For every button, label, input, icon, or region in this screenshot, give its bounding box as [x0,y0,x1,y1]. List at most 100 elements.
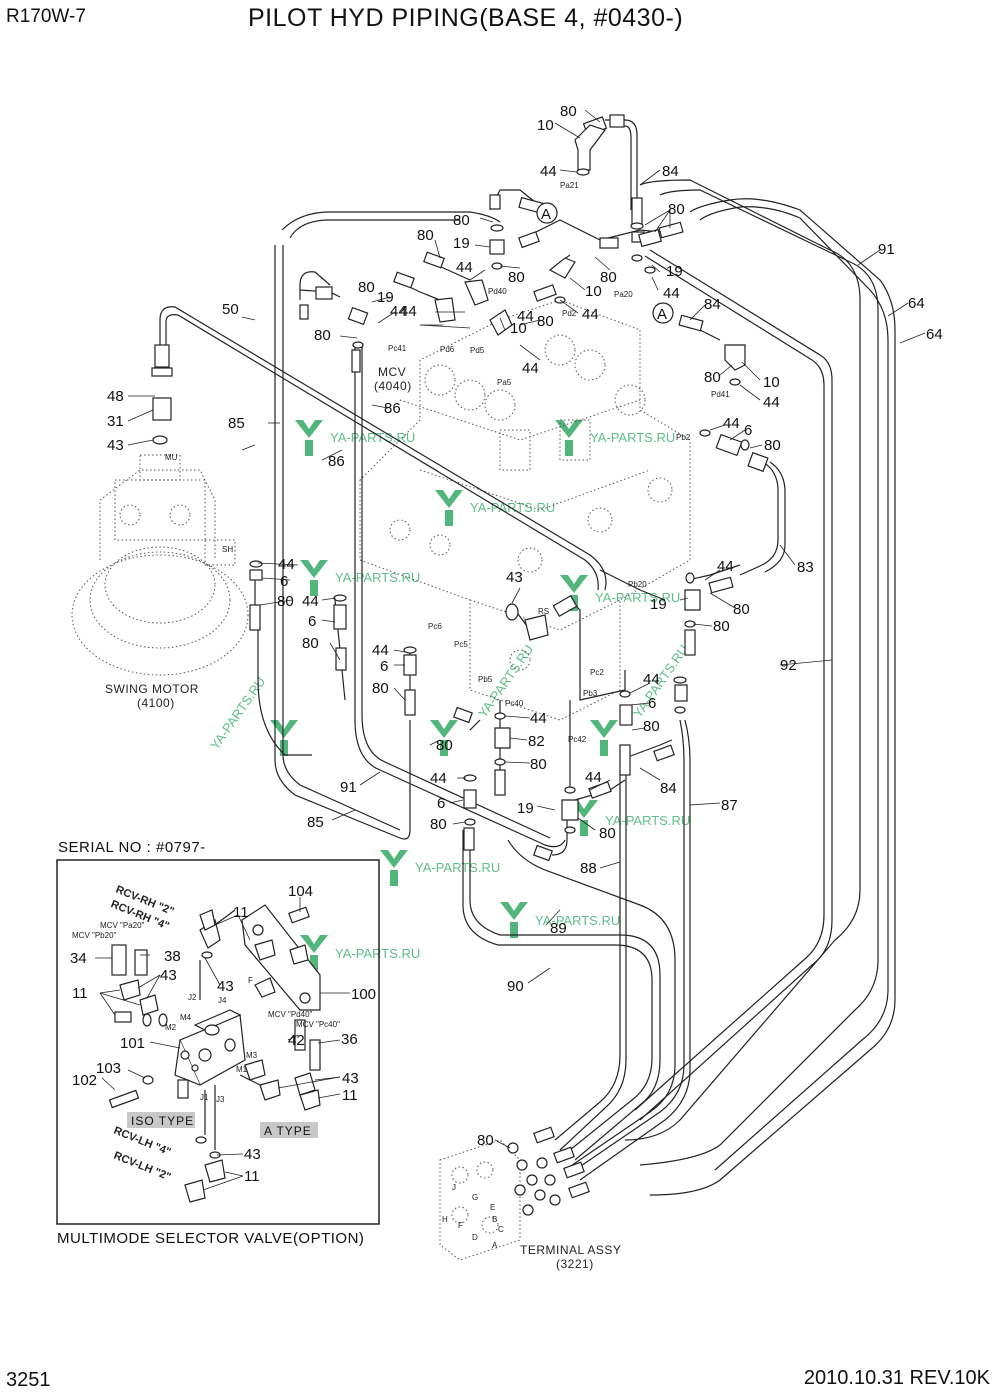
callout-number: 6 [380,658,388,675]
callout-number: 80 [358,279,375,296]
callout-number: 44 [302,593,319,610]
callout-number: 11 [342,1087,358,1104]
terminal-assy-code: (3221) [556,1257,594,1271]
port-label: M3 [246,1051,258,1060]
callout-number: 6 [280,573,288,590]
watermark-text: YA-PARTS.RU [605,813,690,828]
callout-number: 38 [164,948,181,965]
callout-number: 44 [517,308,534,325]
port-label: Pd5 [470,346,485,355]
terminal-port-label: J [452,1183,456,1192]
pipe-network [159,119,896,1196]
port-label: Pc2 [590,668,604,677]
callout-number: 64 [908,295,925,312]
callout-number: 44 [430,770,447,787]
terminal-port-label: A [492,1241,498,1250]
page-number: 3251 [6,1369,51,1391]
callout-number: 11 [233,904,249,921]
callout-number: 88 [580,860,597,877]
callout-number: 19 [666,263,683,280]
callout-number: 86 [328,453,345,470]
callout-number: 80 [704,369,721,386]
callout-number: 80 [430,816,447,833]
port-label: Pb3 [583,689,598,698]
section-marker-a: A [657,306,667,323]
watermark-text: YA-PARTS.RU [595,590,680,605]
watermark-logo-icon [560,575,588,611]
port-label: J1 [200,1093,209,1102]
terminal-port-label: E [490,1203,495,1212]
callout-number: 91 [878,241,895,258]
watermark-logo-icon [270,720,298,756]
callout-number: 44 [540,163,557,180]
callout-number: 80 [733,601,750,618]
terminal-port-label: D [472,1233,478,1242]
callout-number: 80 [436,737,453,754]
port-label: Pd41 [711,390,730,399]
port-label: M1 [236,1065,248,1074]
watermark-text: YA-PARTS.RU [590,430,675,445]
callout-number: 11 [72,985,88,1002]
callout-number: 44 [456,259,473,276]
port-label: Pc41 [388,344,407,353]
callout-number: 80 [277,593,294,610]
callout-number: 85 [307,814,324,831]
inset-callouts: 104 11 38 34 43 43 11 100 101 42 36 103 … [70,883,376,1185]
watermark-logo-icon [430,720,458,756]
callout-number: 80 [302,635,319,652]
callout-number: 44 [663,285,680,302]
callout-number: 44 [522,360,539,377]
revision-label: 2010.10.31 REV.10K [803,1367,990,1389]
callout-number: 44 [723,415,740,432]
port-label: Pa21 [560,181,579,190]
callout-number: 34 [70,950,87,967]
watermark-logo-icon [500,902,528,938]
terminal-assy-label: TERMINAL ASSY [520,1243,621,1257]
callout-number: 10 [510,320,527,337]
callout-number: 19 [517,800,534,817]
inset-caption: MULTIMODE SELECTOR VALVE(OPTION) [57,1230,364,1247]
terminal-port-label: H [442,1215,448,1224]
model-number: R170W-7 [6,6,86,27]
watermark-logo-icon [295,420,323,456]
swing-motor-label: SWING MOTOR [105,682,199,696]
a-type-badge: A TYPE [264,1124,312,1138]
callout-number: 44 [582,306,599,323]
port-label: MU [165,453,178,462]
callout-number: 80 [372,680,389,697]
callout-number: 103 [96,1060,121,1077]
callout-number: 80 [537,313,554,330]
callout-number: 80 [713,618,730,635]
watermark-text: YA-PARTS.RU [207,674,268,752]
watermark-logo-icon [555,420,583,456]
callout-number: 84 [662,163,679,180]
callout-number: 43 [160,967,177,984]
watermark-text: YA-PARTS.RU [330,430,415,445]
port-labels: Pa21 Pd40 Pd2 Pa20 Pc41 Pd6 Pd5 Pa5 Pd41… [165,181,730,744]
port-label: J4 [218,996,227,1005]
callout-number: 42 [288,1032,305,1049]
port-label: Pa20 [614,290,633,299]
callout-number: 84 [660,780,677,797]
callout-number: 43 [107,437,124,454]
callout-number: 43 [506,569,523,586]
callout-number: 92 [780,657,797,674]
callout-number: 80 [477,1132,494,1149]
watermark-logo-icon [300,935,328,971]
callout-number: 80 [560,103,577,120]
port-label: Pd40 [488,287,507,296]
section-marker-a: A [541,206,551,223]
callout-number: 102 [72,1072,97,1089]
callout-number: 80 [417,227,434,244]
callout-number: 80 [530,756,547,773]
terminal-assy-drawing: J G F H E D B C A [439,1126,590,1261]
fittings [151,114,769,862]
iso-type-badge: ISO TYPE [131,1114,194,1128]
terminal-port-label: C [498,1225,504,1234]
inset-port-labels: J2 J4 M4 M2 M3 M1 J1 J3 F [165,976,258,1104]
port-label: Pb20 [628,580,647,589]
port-label: M4 [180,1013,192,1022]
swing-motor-code: (4100) [137,696,175,710]
mcv-code: (4040) [374,379,412,393]
inset-source-label: MCV "Pb20" [72,931,117,940]
